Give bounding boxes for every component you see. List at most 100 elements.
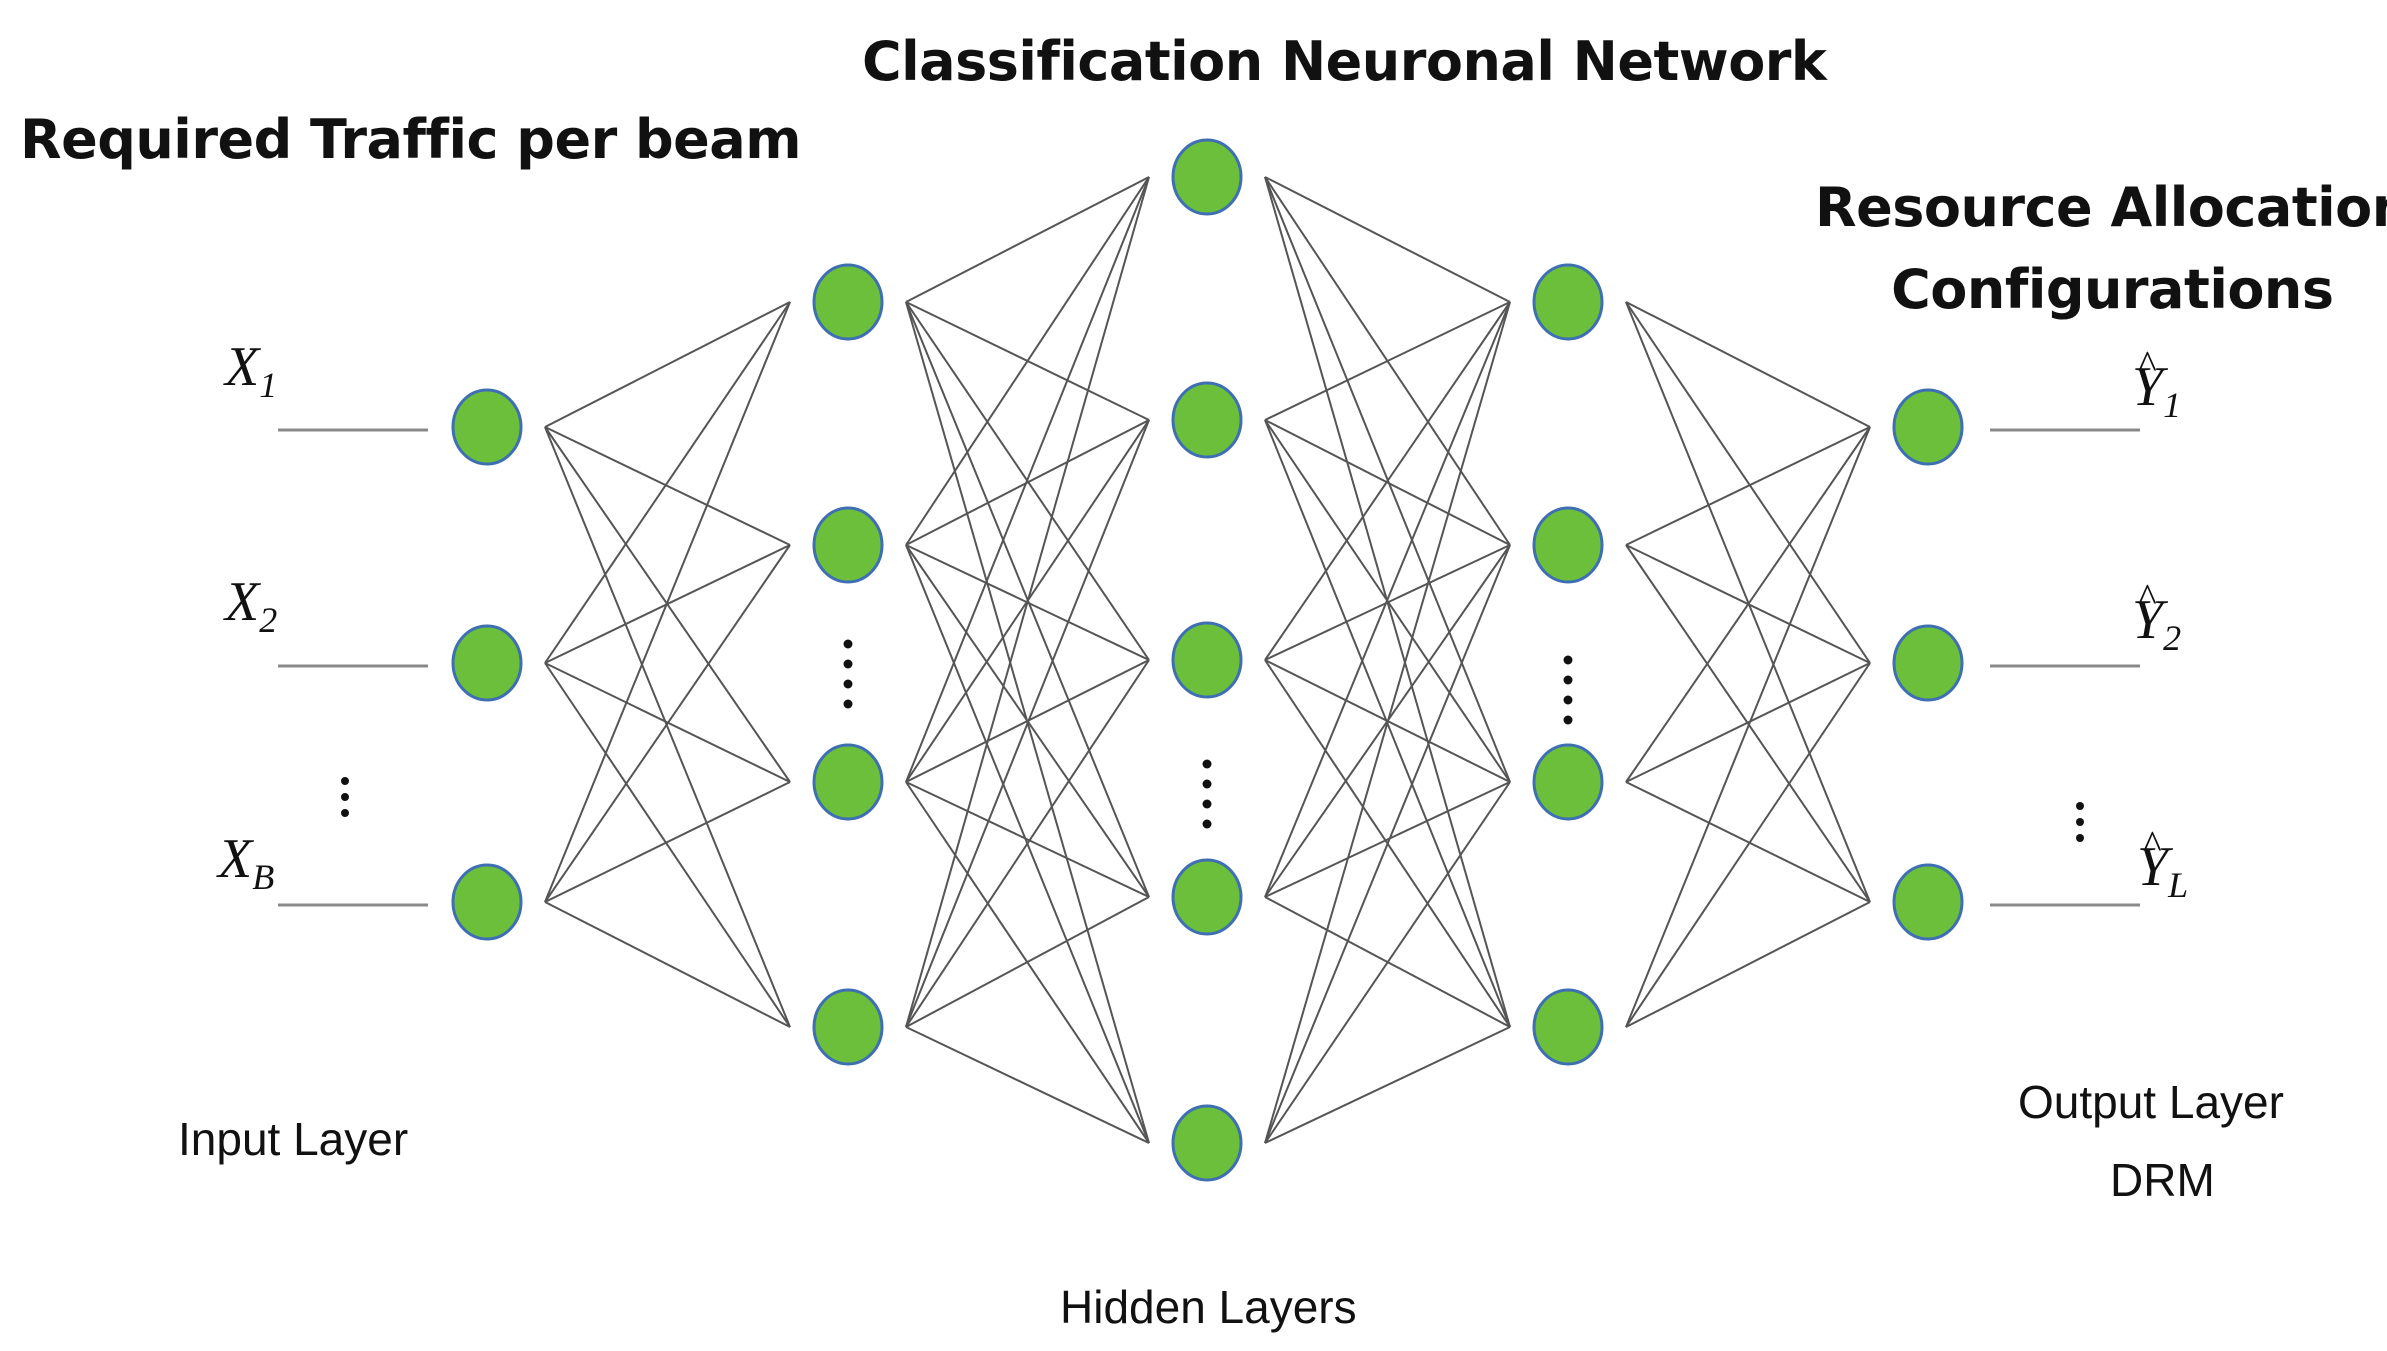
output-label-y2: ^Y2 <box>2132 575 2182 658</box>
ellipsis-dot <box>843 639 853 649</box>
edge-l3-2-1 <box>1625 662 1871 783</box>
ellipsis-dot <box>1202 799 1212 809</box>
neuron-node-l3-3 <box>1532 988 1604 1066</box>
edge-l2-2-0 <box>1264 301 1511 661</box>
output-layer-label: Output Layer <box>2018 1076 2284 1128</box>
neuron-node-l2-3 <box>1171 858 1243 936</box>
neuron-node-l4-0 <box>1892 388 1964 466</box>
ellipsis-dot <box>843 659 853 669</box>
ellipsis-mark-0: ⋮ <box>341 777 349 817</box>
edge-l3-2-0 <box>1625 426 1871 783</box>
hidden-layers-label: Hidden Layers <box>1060 1281 1357 1333</box>
ellipsis-dot <box>1563 715 1573 725</box>
edge-l1-2-0 <box>905 176 1150 783</box>
ellipsis-mark-1: ⋮ <box>843 639 853 709</box>
edge-l0-2-1 <box>544 544 791 903</box>
ellipsis-dot <box>1563 655 1573 665</box>
edge-l1-1-0 <box>905 176 1150 546</box>
neuron-node-l2-4 <box>1171 1104 1243 1182</box>
neuron-node-l3-1 <box>1532 506 1604 584</box>
edge-l0-1-3 <box>544 662 791 1028</box>
edge-l1-0-0 <box>905 176 1150 303</box>
output-layer-sublabel: DRM <box>2110 1154 2215 1206</box>
edge-l3-3-2 <box>1625 901 1871 1028</box>
output-heading: Resource Allocation Configurations <box>1815 167 2387 331</box>
neuron-node-l4-1 <box>1892 624 1964 702</box>
edge-l2-0-0 <box>1264 176 1511 303</box>
ellipsis-mark-4: ⋮ <box>2076 802 2084 842</box>
ellipsis-dot <box>341 793 349 801</box>
edge-l2-4-1 <box>1264 544 1511 1144</box>
output-label-y1: ^Y1 <box>2132 342 2182 425</box>
edge-l3-3-0 <box>1625 426 1871 1028</box>
ellipsis-dot <box>341 809 349 817</box>
output-heading-line1: Resource Allocation <box>1815 176 2387 239</box>
edge-l3-0-2 <box>1625 301 1871 903</box>
output-label-yl: ^YL <box>2137 822 2189 905</box>
neuron-node-l1-0 <box>812 263 884 341</box>
edge-l3-3-1 <box>1625 662 1871 1028</box>
input-label-x2: X2 <box>225 571 278 640</box>
edge-l2-4-3 <box>1264 1026 1511 1144</box>
io-lines <box>278 428 2140 907</box>
edge-l2-4-0 <box>1264 301 1511 1144</box>
output-heading-line2: Configurations <box>1891 258 2334 321</box>
diagram-title: Classification Neuronal Network <box>862 30 1827 93</box>
edge-l1-3-3 <box>905 896 1150 1028</box>
edge-l2-3-2 <box>1264 781 1511 898</box>
ellipsis-dot <box>2076 802 2084 810</box>
ellipsis-mark-2: ⋮ <box>1202 759 1212 829</box>
edge-l3-0-0 <box>1625 301 1871 428</box>
neuron-node-l1-3 <box>812 988 884 1066</box>
edge-l3-1-0 <box>1625 426 1871 546</box>
neuron-node-l2-2 <box>1171 621 1243 699</box>
neuron-node-l3-0 <box>1532 263 1604 341</box>
edge-l2-2-1 <box>1264 544 1511 661</box>
neuron-node-l4-2 <box>1892 863 1964 941</box>
ellipsis-dot <box>2076 818 2084 826</box>
ellipsis-dot <box>2076 834 2084 842</box>
ellipsis-dot <box>1202 759 1212 769</box>
edge-l3-2-2 <box>1625 781 1871 903</box>
neuron-node-l0-0 <box>451 388 523 466</box>
ellipsis-mark-3: ⋮ <box>1563 655 1573 725</box>
ellipsis-dot <box>843 699 853 709</box>
neuron-node-l1-2 <box>812 743 884 821</box>
edge-l2-1-0 <box>1264 301 1511 421</box>
ellipsis-dot <box>1202 819 1212 829</box>
ellipsis-dot <box>1563 695 1573 705</box>
edge-l2-3-0 <box>1264 301 1511 898</box>
connection-edges <box>544 176 1871 1144</box>
edge-l0-0-3 <box>544 426 791 1028</box>
edge-l0-0-1 <box>544 426 791 546</box>
ellipsis-dot <box>1202 779 1212 789</box>
edge-l3-0-1 <box>1625 301 1871 664</box>
edge-l1-2-3 <box>905 781 1150 898</box>
edge-l1-3-1 <box>905 419 1150 1028</box>
edge-l1-1-1 <box>905 419 1150 546</box>
edge-l1-3-0 <box>905 176 1150 1028</box>
input-label-x1: X1 <box>225 336 278 405</box>
ellipsis-marks: ⋮ ⋮ ⋮ ⋮ ⋮ <box>341 639 2084 842</box>
input-heading: Required Traffic per beam <box>20 108 802 171</box>
neuron-node-l2-0 <box>1171 138 1243 216</box>
neuron-node-l3-2 <box>1532 743 1604 821</box>
edge-l0-2-3 <box>544 901 791 1028</box>
edge-l0-0-0 <box>544 301 791 428</box>
neuron-node-l0-1 <box>451 624 523 702</box>
edge-l1-3-4 <box>905 1026 1150 1144</box>
edge-l0-1-0 <box>544 301 791 664</box>
edge-l1-3-2 <box>905 659 1150 1028</box>
input-layer-label: Input Layer <box>178 1113 409 1165</box>
input-label-xb: XB <box>218 828 275 897</box>
ellipsis-dot <box>1563 675 1573 685</box>
ellipsis-dot <box>843 679 853 689</box>
neuron-node-l0-2 <box>451 863 523 941</box>
neuron-node-l1-1 <box>812 506 884 584</box>
edge-l2-4-2 <box>1264 781 1511 1144</box>
neuron-nodes <box>451 138 1964 1182</box>
edge-l0-2-0 <box>544 301 791 903</box>
neuron-node-l2-1 <box>1171 381 1243 459</box>
edge-l0-2-2 <box>544 781 791 903</box>
